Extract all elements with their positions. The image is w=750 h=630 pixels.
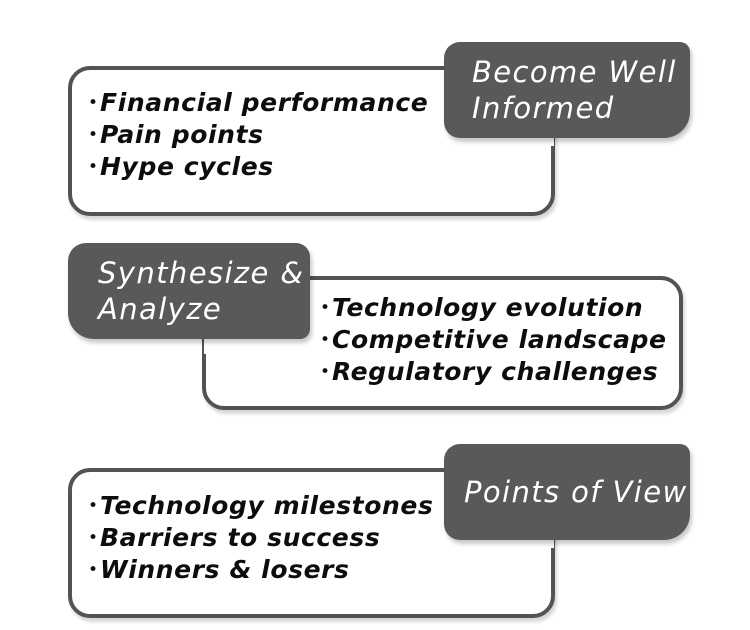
bullet-label: Competitive landscape [332,325,667,354]
bullet-label: Regulatory challenges [332,357,659,386]
bullet-dot-icon: • [88,496,99,516]
bullet-dot-icon: • [88,93,99,113]
bullet-label: Financial performance [100,88,429,117]
stage-label-box: Points of View [444,444,690,540]
bullet-dot-icon: • [88,528,99,548]
bullet-label: Technology milestones [100,491,434,520]
bullet-dot-icon: • [88,560,99,580]
bullet-list: • Technology milestones • Barriers to su… [88,490,433,586]
list-item: • Winners & losers [88,554,433,586]
stage-label-text: Synthesize & Analyze [98,255,305,326]
list-item: • Technology milestones [88,490,433,522]
bullet-label: Technology evolution [332,293,644,322]
bullet-label: Hype cycles [100,152,274,181]
list-item: • Financial performance [88,87,428,119]
bullet-dot-icon: • [88,125,99,145]
list-item: • Technology evolution [320,292,667,324]
list-item: • Competitive landscape [320,324,667,356]
bullet-dot-icon: • [320,330,331,350]
bullet-label: Pain points [100,120,264,149]
list-item: • Regulatory challenges [320,356,667,388]
bullet-list: • Financial performance • Pain points • … [88,87,428,183]
stage-label-box: Synthesize & Analyze [68,243,310,339]
list-item: • Barriers to success [88,522,433,554]
bullet-label: Barriers to success [100,523,381,552]
list-item: • Hype cycles [88,151,428,183]
bullet-label: Winners & losers [100,555,350,584]
stage-label-text: Points of View [464,474,688,509]
bullet-list: • Technology evolution • Competitive lan… [320,292,667,388]
list-item: • Pain points [88,119,428,151]
stage-label-box: Become Well Informed [444,42,690,138]
bullet-dot-icon: • [88,157,99,177]
bullet-dot-icon: • [320,298,331,318]
bullet-dot-icon: • [320,362,331,382]
stage-label-text: Become Well Informed [472,54,677,125]
